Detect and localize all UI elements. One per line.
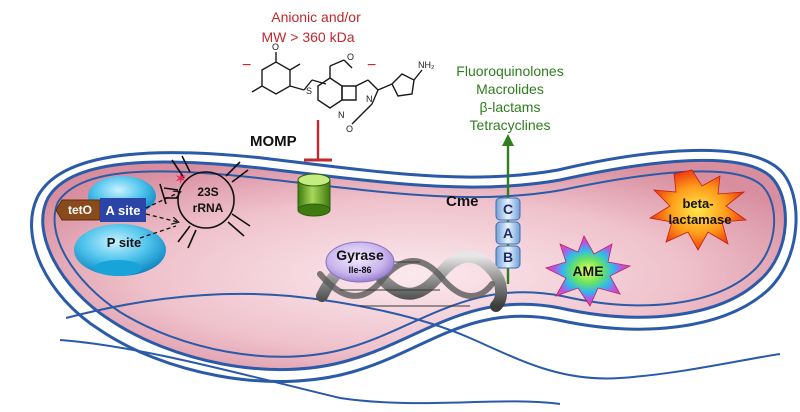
ribosome-dash-2 [145,213,178,222]
beta-label-line2: lactamase [669,212,732,227]
antibiotic-molecule: − − O O N N NH₂ S O [242,42,435,134]
cell-envelope [30,148,798,383]
ame-starburst [544,235,632,307]
atom-n1: N [338,110,345,120]
anionic-text-line1: Anionic and/or [271,9,361,25]
flagellum [59,292,781,405]
charge-right: − [367,57,376,74]
momp-label: MOMP [250,133,297,150]
cme-c-letter: C [503,201,513,217]
drug-beta-lactams: β-lactams [480,99,541,115]
rrna-loop [177,171,235,229]
cme-b-letter: B [503,249,513,265]
p-site-label: P site [107,235,141,250]
atom-o-bottom: O [346,124,353,134]
drug-fluoroquinolones: Fluoroquinolones [456,63,563,79]
atom-n2: N [366,94,373,104]
momp-porin-cylinder [297,173,331,217]
charge-left: − [242,57,251,74]
gyrase-body [325,241,395,283]
gyrase-label: Gyrase [336,247,384,263]
drug-macrolides: Macrolides [476,81,544,97]
outer-membrane [30,148,798,383]
rrna-23s [159,155,251,249]
cme-a-letter: A [503,225,513,241]
teto-label: tetO [68,203,92,217]
a-site-box [100,198,146,222]
thiazole-ring [391,73,415,97]
cme-a-box [495,221,521,245]
triazine-ring [261,61,291,95]
beta-lactamase-starburst [648,169,748,251]
ribosome: tetO A site P site [55,176,180,276]
cme-label: Cme [446,193,479,210]
cme-b-box [495,245,521,269]
drug-list: Fluoroquinolones Macrolides β-lactams Te… [456,63,563,133]
rrna-star: ✶ [174,169,187,188]
cme-pump: C A B [495,197,521,269]
atom-s: S [306,86,312,96]
atom-o-top: O [272,42,279,52]
ame-label: AME [572,263,603,279]
atom-nh2: NH₂ [418,60,435,70]
ribosome-dash-1 [145,192,180,209]
anionic-text-line2: MW > 360 kDa [262,29,355,45]
cell-body [41,158,787,372]
gyrase-ile86: Ile-86 [348,265,371,275]
drug-tetracyclines: Tetracyclines [470,117,551,133]
cme-c-box [495,197,521,221]
beta-lactam-ring [341,85,357,101]
atom-o-ring: O [347,52,354,62]
a-site-label: A site [106,203,141,218]
ribosome-base [94,260,142,276]
inner-membrane [53,170,776,358]
beta-label-line1: beta- [682,196,713,211]
rrna-label-line1: 23S [197,185,218,199]
ribosome-dash-3 [139,225,177,239]
rrna-label-line2: rRNA [193,201,224,215]
